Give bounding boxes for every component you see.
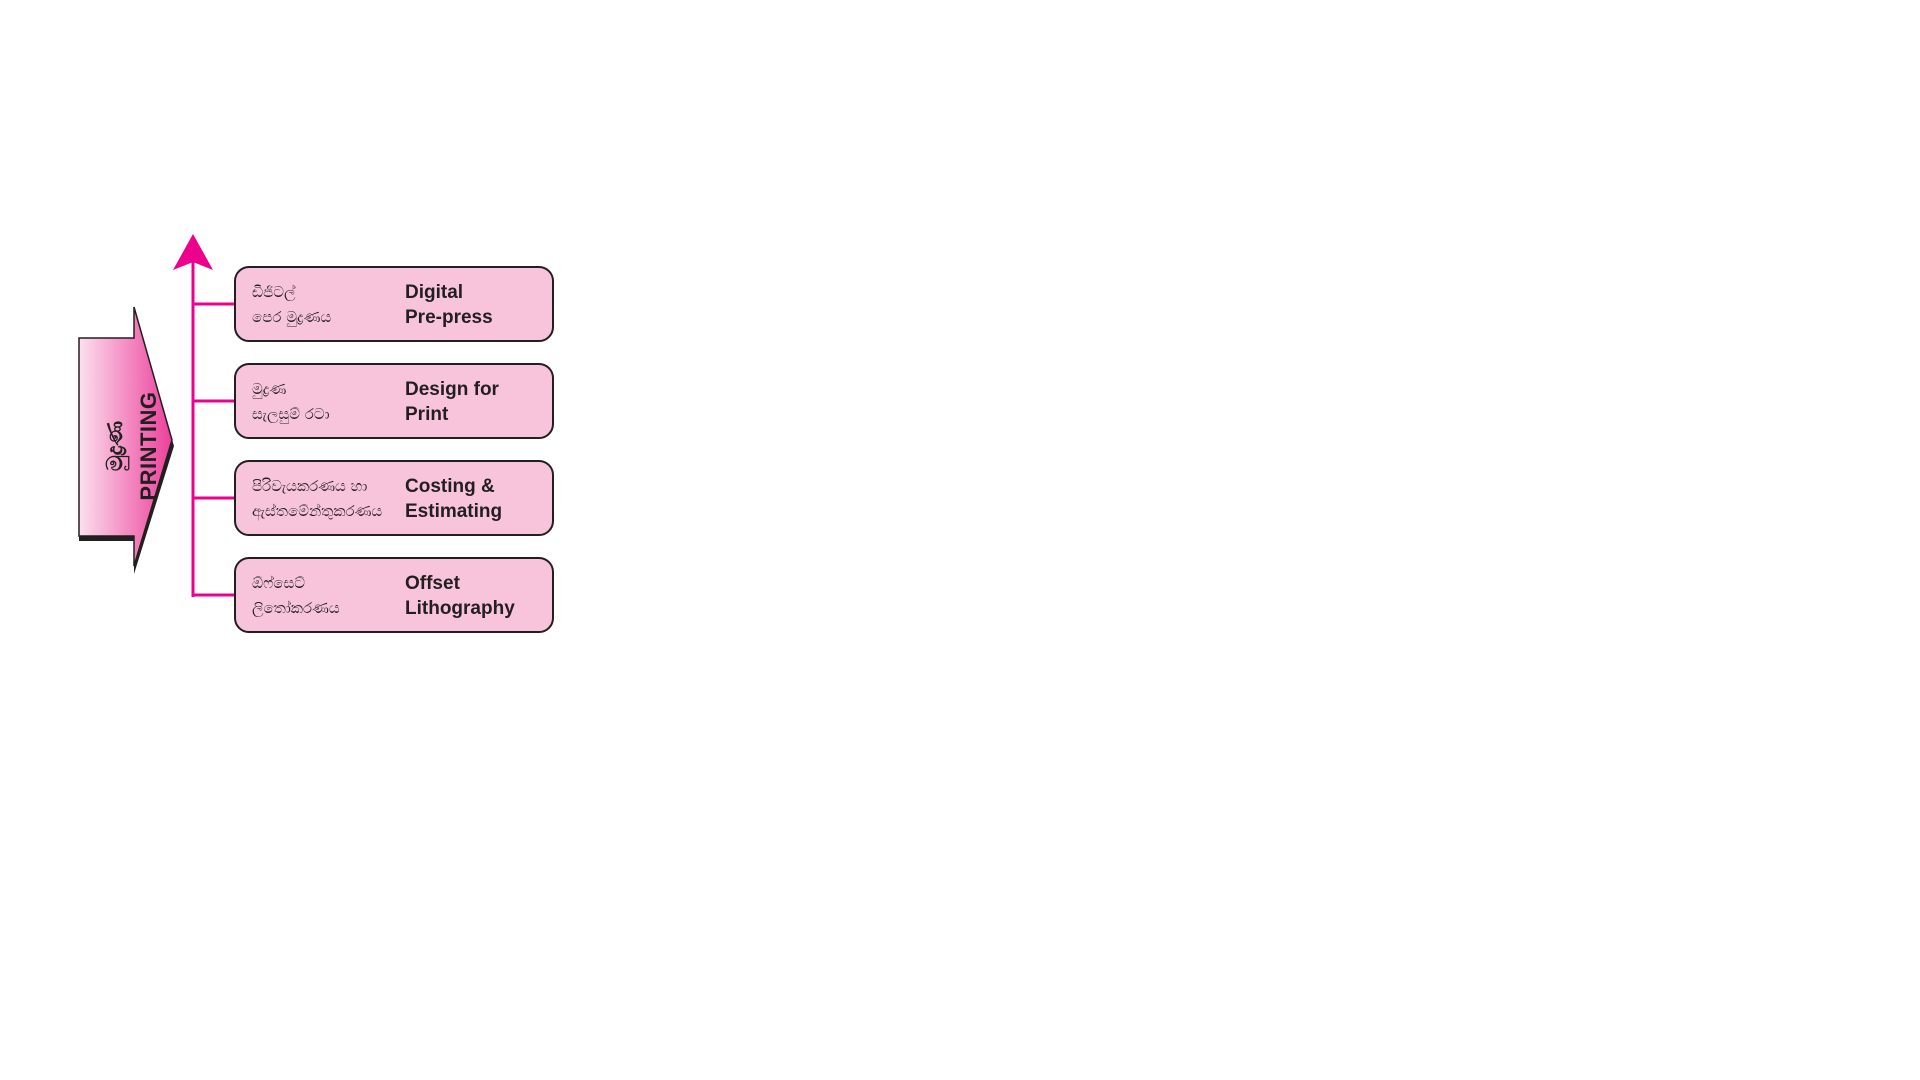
english-line: Pre-press — [405, 307, 493, 328]
english-line: Estimating — [405, 501, 503, 522]
main-label-english: PRINTING — [136, 391, 161, 501]
main-label-sinhala: මුද්‍රණ — [103, 420, 128, 472]
sinhala-line: ඇස්තමේන්තුකරණය — [252, 502, 383, 520]
trunk-arrowhead — [173, 234, 213, 270]
sinhala-line: ඕෆ්සෙට් — [252, 574, 306, 592]
main-arrow-label: මුද්‍රණ PRINTING — [100, 366, 172, 526]
branch-sinhala-text: පිරිවැයකරණය හා ඇස්තමේන්තුකරණය — [252, 474, 387, 524]
sinhala-line: පිරිවැයකරණය හා — [252, 477, 368, 495]
branch-box-design-for-print: මුද්‍රණ සැලසුම් රටා Design for Print — [234, 363, 554, 439]
branch-box-offset-lithography: ඕෆ්සෙට් ලිතෝකරණය Offset Lithography — [234, 557, 554, 633]
sinhala-line: මුද්‍රණ — [252, 380, 287, 398]
english-line: Digital — [405, 282, 464, 303]
branch-english-text: Design for Print — [405, 377, 550, 427]
branch-sinhala-text: මුද්‍රණ සැලසුම් රටා — [252, 377, 387, 427]
english-line: Design for — [405, 379, 499, 400]
english-line: Print — [405, 404, 449, 425]
branch-english-text: Digital Pre-press — [405, 280, 550, 330]
branch-english-text: Costing & Estimating — [405, 474, 550, 524]
branch-sinhala-text: ඕෆ්සෙට් ලිතෝකරණය — [252, 571, 387, 621]
sinhala-line: ලිතෝකරණය — [252, 599, 340, 617]
english-line: Costing & — [405, 476, 495, 497]
english-line: Offset — [405, 573, 460, 594]
english-line: Lithography — [405, 598, 515, 619]
sinhala-line: සැලසුම් රටා — [252, 405, 330, 423]
main-arrow — [78, 306, 173, 567]
branch-box-digital-prepress: ඩිජිටල් පෙර මුද්‍රණය Digital Pre-press — [234, 266, 554, 342]
branch-box-costing-estimating: පිරිවැයකරණය හා ඇස්තමේන්තුකරණය Costing & … — [234, 460, 554, 536]
branch-english-text: Offset Lithography — [405, 571, 550, 621]
sinhala-line: පෙර මුද්‍රණය — [252, 308, 332, 326]
branch-sinhala-text: ඩිජිටල් පෙර මුද්‍රණය — [252, 280, 387, 330]
sinhala-line: ඩිජිටල් — [252, 283, 296, 301]
